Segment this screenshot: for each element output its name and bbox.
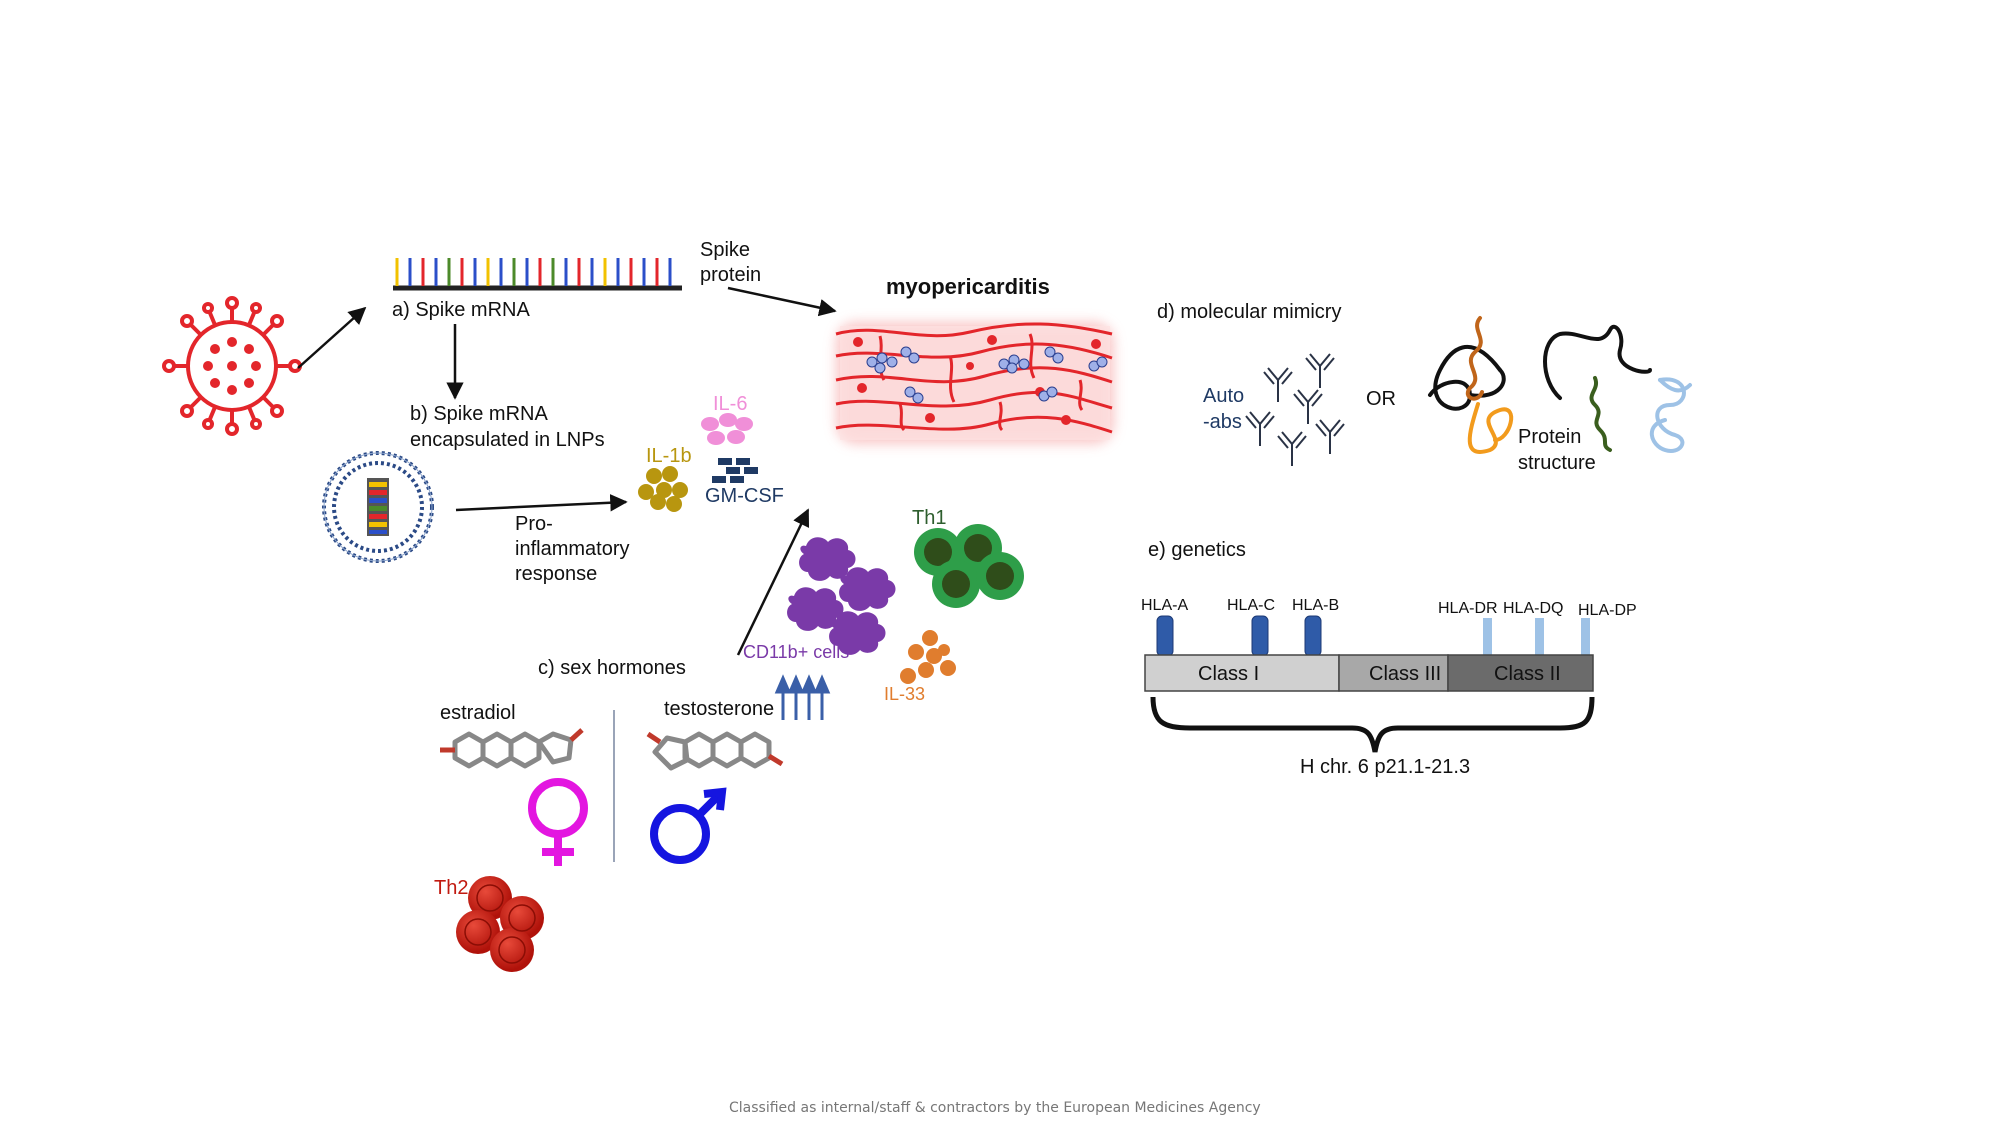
hla-dr-label: HLA-DR <box>1438 600 1498 617</box>
pro-inflammatory-label-3: response <box>515 563 597 585</box>
il6-label: IL-6 <box>713 393 747 415</box>
arrow-lnp-to-cytokines <box>455 494 628 512</box>
pro-inflammatory-label-1: Pro- <box>515 513 553 535</box>
spike-protein-label-2: protein <box>700 264 761 286</box>
class-1-label: Class I <box>1198 663 1259 685</box>
th1-cells-icon <box>914 524 1024 608</box>
il33-cluster-icon <box>900 630 956 684</box>
genetics-label: e) genetics <box>1148 539 1246 561</box>
lipid-nanoparticle-icon <box>322 451 434 563</box>
protein-structure-label-1: Protein <box>1518 426 1581 448</box>
arrow-virus-to-mrna <box>297 306 367 369</box>
th1-label: Th1 <box>912 507 946 529</box>
pro-inflammatory-label-2: inflammatory <box>515 538 629 560</box>
protein-structure-label-2: structure <box>1518 452 1596 474</box>
increase-arrows-icon <box>774 674 831 720</box>
il1b-cluster-icon <box>638 466 688 512</box>
footer-classification: Classified as internal/staff & contracto… <box>729 1100 1261 1116</box>
molecular-mimicry-label: d) molecular mimicry <box>1157 301 1341 323</box>
lnp-label-1: b) Spike mRNA <box>410 403 548 425</box>
testosterone-molecule-icon <box>646 731 784 771</box>
sex-hormones-label: c) sex hormones <box>538 657 686 679</box>
th2-label: Th2 <box>434 877 468 899</box>
male-symbol-icon <box>650 787 727 864</box>
hla-dq-label: HLA-DQ <box>1503 600 1563 617</box>
arrow-spike-protein-to-heart <box>727 286 837 317</box>
protein-structure-icon <box>1428 316 1692 454</box>
class-2-label: Class II <box>1494 663 1561 685</box>
autoabs-label-1: Auto <box>1203 385 1244 407</box>
il6-cluster-icon <box>701 413 753 445</box>
autoabs-label-2: -abs <box>1203 411 1242 433</box>
hla-b-label: HLA-B <box>1292 597 1339 614</box>
spike-mrna-label: a) Spike mRNA <box>392 299 530 321</box>
th2-cells-icon <box>456 876 544 972</box>
hla-class1-markers <box>1156 615 1322 657</box>
cd11b-label: CD11b+ cells <box>743 642 849 662</box>
hla-dp-label: HLA-DP <box>1578 602 1637 619</box>
arrow-cd11b-to-heart <box>736 508 810 656</box>
il33-label: IL-33 <box>884 684 925 704</box>
hla-c-label: HLA-C <box>1227 597 1275 614</box>
estradiol-molecule-icon <box>440 728 584 769</box>
mrna-strand-icon <box>393 258 682 291</box>
chromosome-bar <box>1144 654 1594 692</box>
female-symbol-icon <box>528 778 588 866</box>
chromosome-brace <box>1150 696 1595 753</box>
hla-class2-markers <box>1483 618 1590 656</box>
lnp-label-2: encapsulated in LNPs <box>410 429 605 451</box>
class-3-label: Class III <box>1369 663 1441 685</box>
testosterone-label: testosterone <box>664 698 774 720</box>
or-label: OR <box>1366 388 1396 410</box>
gmcsf-cluster-icon <box>712 458 758 483</box>
chromosome-label: H chr. 6 p21.1-21.3 <box>1300 756 1470 778</box>
estradiol-label: estradiol <box>440 702 516 724</box>
myopericarditis-title: myopericarditis <box>886 274 1050 299</box>
virus-icon <box>162 296 302 436</box>
autoantibodies-icon <box>1245 353 1345 466</box>
il1b-label: IL-1b <box>646 445 692 467</box>
heart-tissue-icon <box>835 322 1114 444</box>
hla-a-label: HLA-A <box>1141 597 1188 614</box>
gmcsf-label: GM-CSF <box>705 485 784 507</box>
cd11b-cells-icon <box>787 537 896 655</box>
spike-protein-label-1: Spike <box>700 239 750 261</box>
